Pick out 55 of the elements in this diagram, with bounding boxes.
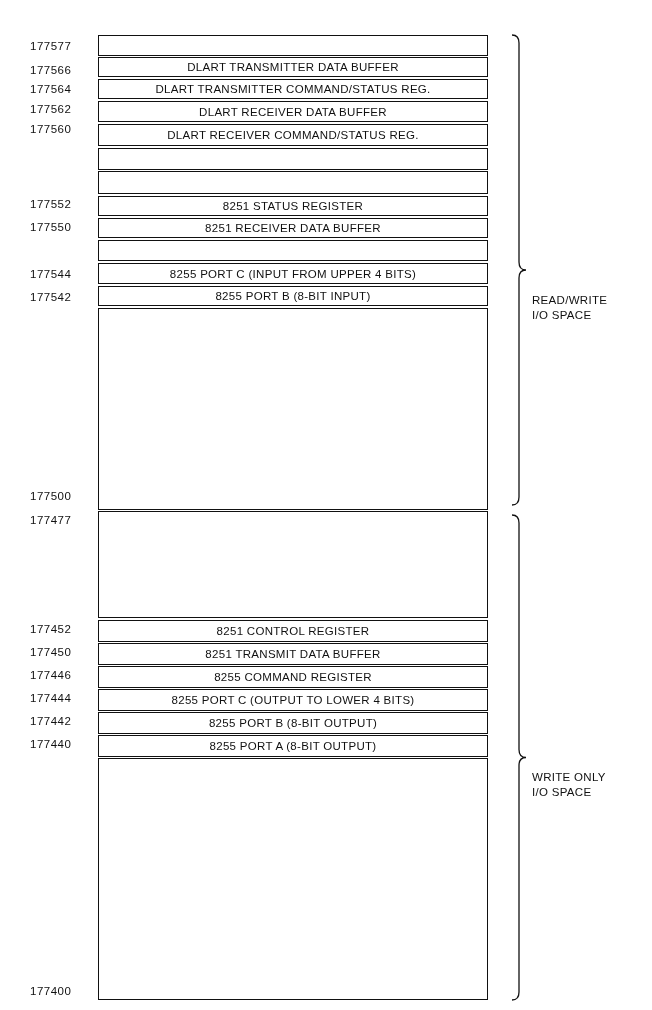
register-name: DLART RECEIVER COMMAND/STATUS REG. [166,129,420,141]
address-label: 177544 [30,268,72,281]
register-row [98,643,488,665]
register-row [98,124,488,146]
register-row [98,263,488,284]
empty-memory-slot [98,35,488,56]
empty-memory-slot [98,148,488,170]
bracket-label: READ/WRITE I/O SPACE [532,293,609,323]
register-row [98,57,488,77]
register-row [98,218,488,238]
address-label: 177446 [30,669,72,682]
bracket-label: WRITE ONLY I/O SPACE [532,770,607,800]
address-label: 177552 [30,198,72,211]
address-label: 177564 [30,83,72,96]
register-row [98,620,488,642]
address-label: 177566 [30,64,72,77]
address-label: 177440 [30,738,72,751]
empty-memory-slot [98,511,488,618]
register-name: 8255 PORT B (8-BIT INPUT) [214,290,372,302]
register-name: DLART RECEIVER DATA BUFFER [198,105,388,118]
address-label: 177452 [30,623,72,636]
register-row [98,101,488,122]
empty-memory-slot [98,308,488,510]
empty-memory-slot [98,240,488,261]
register-name: 8255 PORT C (OUTPUT TO LOWER 4 BITS) [170,694,416,706]
address-label: 177542 [30,291,72,304]
address-label: 177400 [30,985,72,998]
address-label: 177444 [30,692,72,705]
register-name: 8255 PORT B (8-BIT OUTPUT) [207,717,379,729]
register-name: 8255 COMMAND REGISTER [213,671,373,683]
register-name: 8251 STATUS REGISTER [221,200,365,212]
register-row [98,79,488,99]
register-name: 8251 RECEIVER DATA BUFFER [204,222,382,234]
register-name: 8251 CONTROL REGISTER [215,625,371,637]
address-label: 177500 [30,490,72,503]
register-row [98,689,488,711]
address-label: 177562 [30,103,72,116]
register-row [98,196,488,216]
register-row [98,666,488,688]
register-name: DLART TRANSMITTER COMMAND/STATUS REG. [154,83,432,95]
address-label: 177560 [30,123,72,136]
address-label: 177442 [30,715,72,728]
register-name: 8255 PORT A (8-BIT OUTPUT) [208,740,378,752]
empty-memory-slot [98,171,488,194]
address-label: 177450 [30,646,72,659]
register-row [98,286,488,306]
empty-memory-slot [98,758,488,1000]
register-row [98,712,488,734]
register-row [98,735,488,757]
address-label: 177577 [30,40,72,53]
register-name: 8251 TRANSMIT DATA BUFFER [204,648,382,660]
register-name: DLART TRANSMITTER DATA BUFFER [186,61,400,73]
address-label: 177477 [30,514,72,527]
address-label: 177550 [30,221,72,234]
register-name: 8255 PORT C (INPUT FROM UPPER 4 BITS) [168,267,418,280]
